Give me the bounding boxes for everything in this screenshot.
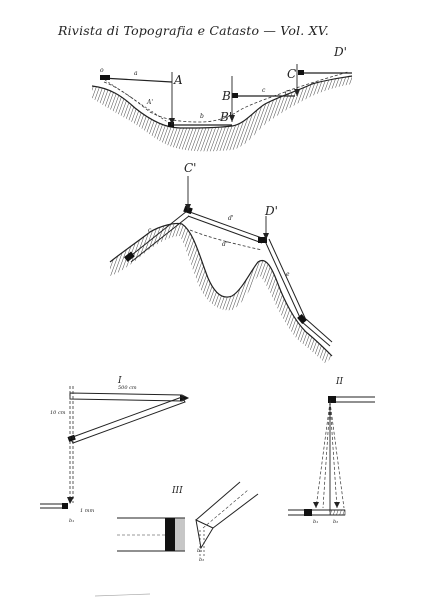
figure-1-terrain-profile: o a A A' b B B' c C C' D' bbox=[91, 45, 353, 152]
label-d-second: d" bbox=[222, 241, 229, 248]
label-b: b bbox=[200, 113, 204, 120]
panel-II-title: II bbox=[335, 377, 344, 387]
figure-2-plumb-arrow-d bbox=[263, 233, 269, 240]
plumb-arrow-c bbox=[294, 89, 300, 96]
panel-II-fan-lines bbox=[315, 401, 345, 509]
panel-I-slanted-rod bbox=[69, 396, 186, 444]
label-A-prime: A' bbox=[146, 99, 153, 106]
label-B: B bbox=[221, 89, 231, 103]
running-header: Rivista di Topografia e Catasto — Vol. X… bbox=[58, 23, 329, 38]
panel-III-title: III bbox=[171, 486, 183, 496]
label-C-prime: C' bbox=[285, 90, 292, 97]
figure-2-mountain-profile: C' D' c d' d" e bbox=[109, 161, 333, 364]
panel-I-arrow bbox=[67, 497, 74, 504]
figure-2-plumb-arrow-c bbox=[185, 204, 191, 211]
panel-III-slant-bottom bbox=[212, 493, 259, 529]
panel-III-rod-cap bbox=[165, 518, 175, 551]
figure-2-rod-end-1 bbox=[124, 251, 135, 262]
panel-III-slant-tip bbox=[195, 519, 214, 550]
panel-I-slanted-rod-end bbox=[67, 434, 76, 442]
rod-b-end bbox=[168, 122, 174, 127]
plumb-arrow-b bbox=[229, 115, 235, 122]
label-A: A bbox=[173, 73, 183, 87]
label-D-prime: D' bbox=[333, 45, 347, 59]
figure-2-rod-end-4 bbox=[297, 314, 307, 324]
panel-I: I 500 cm 10 cm 1 mm b₁ bbox=[40, 376, 190, 524]
label-C-prime-2: C' bbox=[184, 161, 196, 175]
panel-III-rod-graduation bbox=[175, 518, 185, 551]
page-smudge bbox=[94, 593, 151, 597]
figure-1-dashed-profile bbox=[103, 71, 349, 123]
panel-I-measure-1mm: 1 mm bbox=[80, 508, 95, 514]
rod-a bbox=[101, 77, 173, 83]
figure-2-dashed-chord bbox=[189, 229, 263, 251]
panel-I-sub-b1: b₁ bbox=[69, 518, 74, 524]
rod-c-end bbox=[232, 93, 238, 98]
panel-II-arrow-2 bbox=[334, 502, 340, 508]
figure-2-rod-end-3 bbox=[258, 237, 267, 243]
figure-2-rods bbox=[127, 210, 333, 347]
panel-I-long-rod bbox=[69, 392, 190, 402]
plumb-arrow-a bbox=[169, 118, 175, 125]
panel-II: II b₁ b₂ bbox=[288, 377, 375, 525]
figure-2-ground-hatching bbox=[110, 223, 332, 364]
figure-1-ground-line bbox=[91, 75, 353, 129]
panel-II-top-rod-end bbox=[328, 396, 336, 403]
label-o: o bbox=[100, 67, 104, 74]
panel-III: III b₁ b₂ bbox=[117, 481, 259, 563]
diagonal-a-aprime bbox=[104, 79, 173, 126]
label-c: c bbox=[262, 87, 266, 94]
rod-d-end bbox=[298, 70, 304, 75]
label-C: C bbox=[287, 67, 296, 81]
label-B-prime: B' bbox=[219, 110, 232, 124]
panel-II-arrow-1 bbox=[313, 502, 319, 508]
panel-II-sub-b1: b₁ bbox=[313, 519, 318, 525]
panel-II-sub-b2: b₂ bbox=[333, 519, 338, 525]
rod-a-end bbox=[100, 75, 110, 80]
panel-III-sub-b1: b₁ bbox=[197, 548, 202, 554]
panel-I-measure-500: 500 cm bbox=[118, 385, 137, 391]
panel-III-sub-b2: b₂ bbox=[199, 557, 204, 563]
label-D-prime-2: D' bbox=[264, 204, 278, 218]
label-e: e bbox=[286, 271, 290, 278]
panel-I-ref-rod-end bbox=[62, 503, 68, 509]
figure-2-ground-line bbox=[109, 222, 333, 357]
panel-II-bottom-rod-end bbox=[304, 509, 312, 516]
panel-II-scale bbox=[329, 509, 346, 516]
panel-I-title: I bbox=[117, 376, 122, 386]
panel-I-measure-10: 10 cm bbox=[50, 410, 66, 416]
panel-III-slant-top bbox=[195, 481, 241, 521]
label-d-prime: d' bbox=[228, 215, 234, 222]
label-c-2: c bbox=[148, 227, 152, 234]
panel-III-slant-dash bbox=[202, 489, 249, 529]
label-a: a bbox=[134, 70, 138, 77]
